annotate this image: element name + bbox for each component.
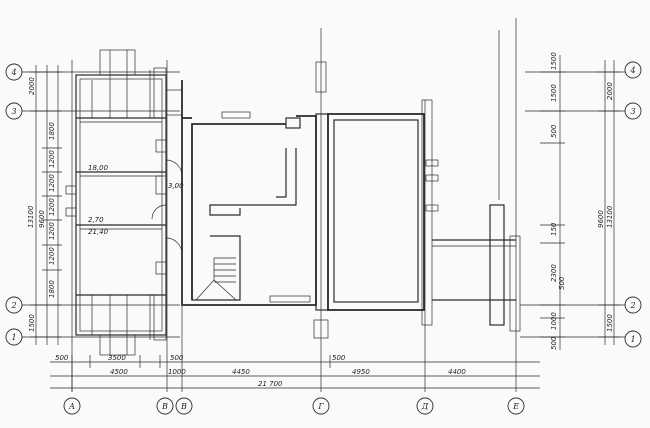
dim-left-2: 1800 <box>48 122 56 140</box>
dim-right-10: 500 <box>550 336 558 350</box>
dim-bottom-5: 4500 <box>110 368 128 376</box>
dim-bottom-6: 1000 <box>168 368 186 376</box>
col-label-b2: B <box>180 402 187 411</box>
col-label-d: Д <box>421 402 429 411</box>
dim-left-4: 1200 <box>48 174 56 192</box>
dim-bottom-1: 500 <box>55 354 69 362</box>
row-label-right-4: 4 <box>629 66 635 75</box>
dim-right-total: 9600 <box>597 210 605 228</box>
dim-right-8: 1000 <box>550 312 558 330</box>
interior-dim-1: 18,00 <box>88 164 109 172</box>
right-hall <box>327 99 521 332</box>
left-dimension-labels: 2000 1800 1200 1200 1200 1200 1200 1800 … <box>27 77 56 332</box>
dim-bottom-8: 4950 <box>352 368 370 376</box>
row-bubbles-left: 4 3 2 1 <box>5 63 23 346</box>
dim-left-6: 1200 <box>48 222 56 240</box>
row-label-left-2: 2 <box>10 301 16 310</box>
row-label-right-1: 1 <box>630 335 635 344</box>
dim-right-4: 2000 <box>606 82 614 100</box>
interior-dim-4: 21,40 <box>88 228 109 236</box>
col-label-b: B <box>161 402 168 411</box>
dim-bottom-7: 4450 <box>232 368 250 376</box>
row-label-left-3: 3 <box>11 107 16 116</box>
row-label-right-3: 3 <box>630 107 635 116</box>
dim-left-8: 1800 <box>48 280 56 298</box>
right-dimension-strip <box>540 55 620 350</box>
dim-left-5: 1200 <box>48 198 56 216</box>
central-block <box>181 61 329 339</box>
dim-right-7: 500 <box>558 276 566 290</box>
dim-bottom-total: 21 700 <box>258 380 283 388</box>
bottom-dimension-labels: 500 3500 500 500 4500 1000 4450 4950 440… <box>55 354 466 388</box>
dim-right-2: 1500 <box>550 84 558 102</box>
dim-left-7: 1200 <box>48 247 56 265</box>
dim-bottom-3: 500 <box>170 354 184 362</box>
dim-right-3: 500 <box>550 124 558 138</box>
interior-dim-3: 2,70 <box>88 216 104 224</box>
col-label-a: A <box>68 402 75 411</box>
left-dimension-strip <box>30 65 62 345</box>
right-dimension-labels: 1500 1500 500 2000 150 2300 500 1000 150… <box>550 52 614 350</box>
interior-dim-2: 3,00 <box>168 182 184 190</box>
dim-right-total-b: 13100 <box>606 205 614 228</box>
interior-labels: 18,00 3,00 2,70 21,40 <box>88 164 184 236</box>
dim-left-1: 2000 <box>28 77 36 95</box>
bottom-dimension-strip <box>50 355 540 392</box>
dim-bottom-9: 4400 <box>448 368 466 376</box>
row-label-left-1: 1 <box>11 333 16 342</box>
dim-left-total: 13100 <box>27 205 35 228</box>
dim-bottom-4: 500 <box>332 354 346 362</box>
col-label-e: Е <box>512 402 519 411</box>
dim-right-9: 1500 <box>606 314 614 332</box>
column-bubbles: A B B Г Д Е <box>63 397 525 415</box>
dim-left-9: 1500 <box>28 314 36 332</box>
dim-right-6: 2300 <box>550 264 558 282</box>
dim-right-5: 150 <box>550 222 558 236</box>
row-bubbles-right: 4 3 2 1 <box>624 61 642 348</box>
dim-bottom-2: 3500 <box>108 354 126 362</box>
col-label-g: Г <box>317 402 324 411</box>
dim-left-total-b: 9600 <box>38 210 46 228</box>
left-wing <box>65 49 183 356</box>
row-label-left-4: 4 <box>10 68 16 77</box>
dim-left-3: 1200 <box>48 150 56 168</box>
dim-right-1: 1500 <box>550 52 558 70</box>
row-label-right-2: 2 <box>629 301 635 310</box>
